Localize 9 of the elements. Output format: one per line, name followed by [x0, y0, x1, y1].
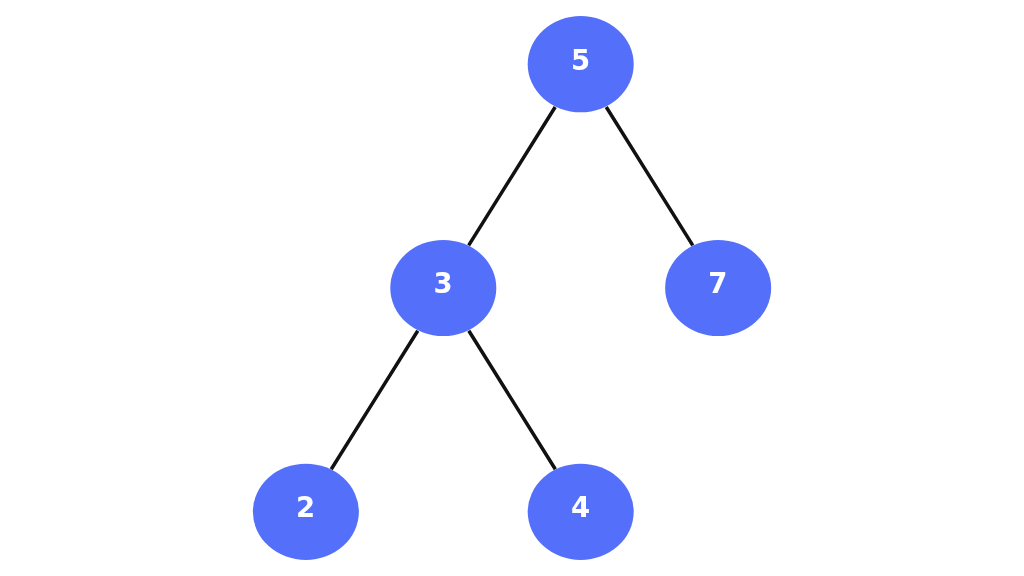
connector — [604, 106, 695, 247]
node-circle: 7 — [665, 239, 772, 337]
node-circle: 3 — [390, 239, 497, 337]
node-circle: 4 — [527, 463, 634, 560]
node-circle: 2 — [252, 463, 359, 560]
connector — [467, 106, 557, 247]
connector — [329, 329, 420, 471]
node-circle: 5 — [527, 16, 634, 113]
connector — [467, 329, 557, 471]
